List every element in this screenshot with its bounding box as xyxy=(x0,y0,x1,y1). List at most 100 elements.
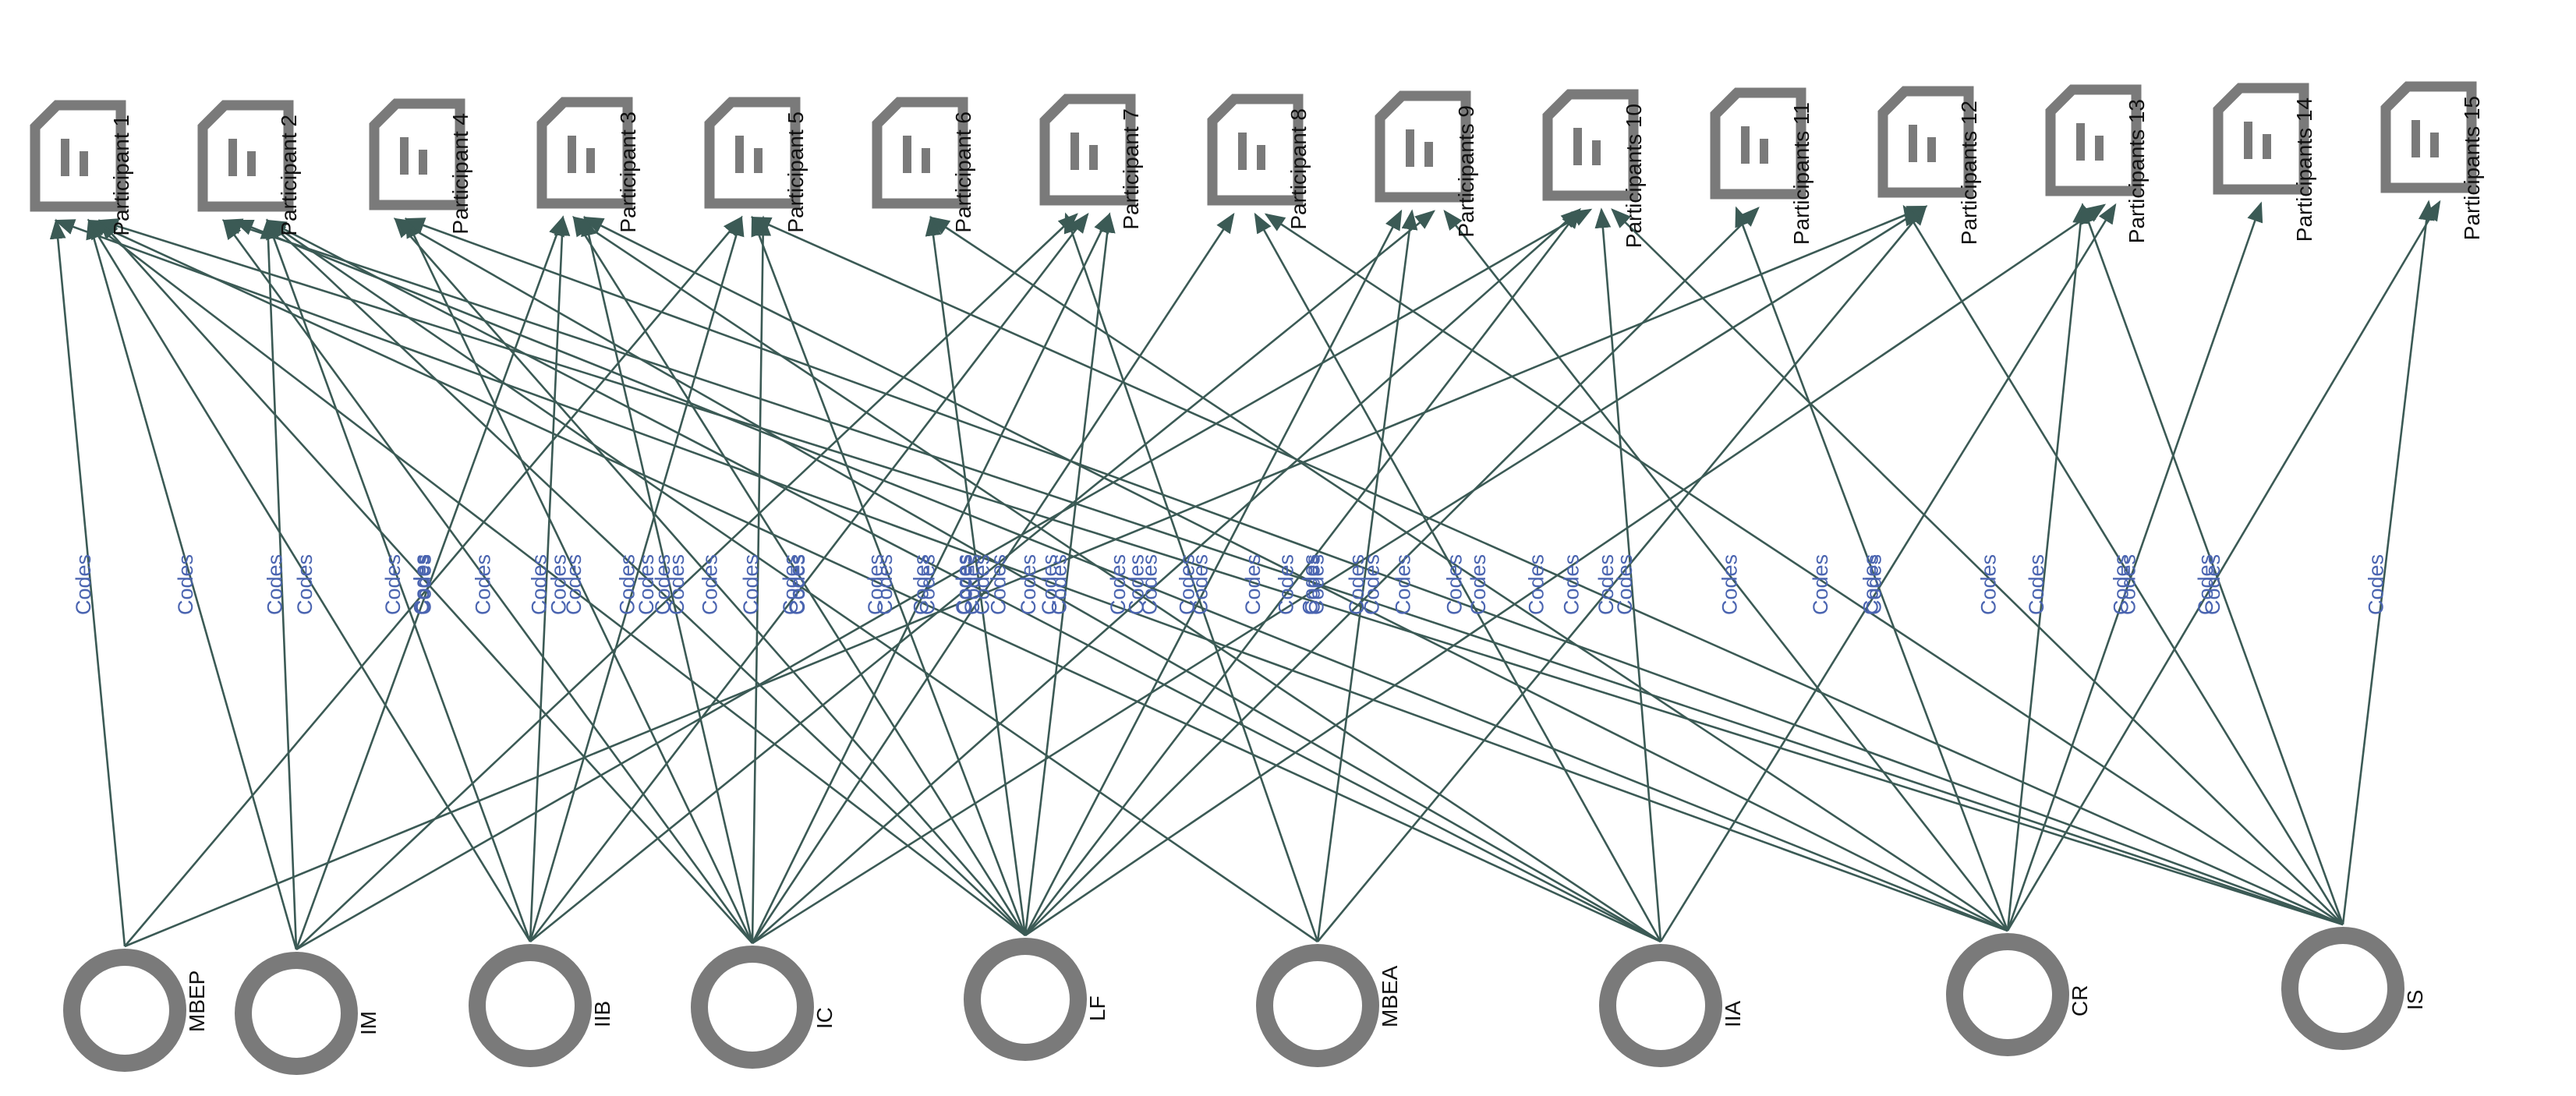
edge-mbep-p5[interactable] xyxy=(124,216,743,947)
edge-mbep-p1[interactable] xyxy=(49,218,126,947)
edge-im-p3[interactable] xyxy=(295,215,564,950)
document-node-p10[interactable]: Participants 10 xyxy=(1542,89,1646,248)
code-circle-icon xyxy=(1599,944,1722,1067)
edge-is-p10[interactable] xyxy=(1611,208,2344,925)
edge-cr-p9[interactable] xyxy=(1443,209,2009,932)
code-node-lf[interactable]: LF xyxy=(964,938,1109,1061)
edge-cr-p1[interactable] xyxy=(54,219,2008,932)
edge-lf-p5[interactable] xyxy=(751,215,1027,936)
edge-iib-p9[interactable] xyxy=(529,210,1436,943)
code-node-im[interactable]: IM xyxy=(235,952,380,1075)
edge-cr-p11[interactable] xyxy=(1735,206,2009,932)
document-node-p11[interactable]: Participants 11 xyxy=(1710,87,1813,245)
edge-is-p2[interactable] xyxy=(221,218,2344,926)
code-node-cr[interactable]: CR xyxy=(1946,933,2092,1056)
edge-mbea-p12[interactable] xyxy=(1316,204,1927,942)
document-node-p13[interactable]: Participants 13 xyxy=(2045,84,2149,243)
edge-label: Codes xyxy=(2194,554,2217,615)
edge-cr-p13[interactable] xyxy=(2006,203,2089,932)
edge-iia-p4[interactable] xyxy=(393,217,1661,943)
edge-mbep-p12[interactable] xyxy=(124,205,1928,948)
code-node-iia[interactable]: IIA xyxy=(1599,944,1745,1067)
edge-ic-p8[interactable] xyxy=(751,212,1235,944)
document-node-p14[interactable]: Participants 14 xyxy=(2213,83,2316,242)
document-node-p4[interactable]: Participant 4 xyxy=(369,98,472,235)
edge-iia-p10[interactable] xyxy=(1594,207,1662,942)
edge-lf-p11[interactable] xyxy=(1024,207,1760,936)
edge-is-p5[interactable] xyxy=(750,216,2344,926)
code-node-iib[interactable]: IIB xyxy=(469,944,614,1067)
edge-is-p12[interactable] xyxy=(1902,204,2344,925)
code-node-mbea[interactable]: MBEA xyxy=(1256,944,1402,1067)
document-node-p7[interactable]: Participant 7 xyxy=(1039,94,1143,230)
edge-lf-p6[interactable] xyxy=(925,215,1027,936)
document-chart-icon xyxy=(1375,90,1471,203)
edge-ic-p10[interactable] xyxy=(752,208,1581,944)
edge-cr-p6[interactable] xyxy=(929,216,2008,932)
edge-iib-p5[interactable] xyxy=(529,215,745,942)
edge-lf-p2[interactable] xyxy=(266,219,1026,936)
edge-iib-p7[interactable] xyxy=(529,212,1089,942)
edge-ic-p7[interactable] xyxy=(751,212,1111,944)
edge-iia-p8[interactable] xyxy=(1254,212,1662,942)
document-label: Participants 11 xyxy=(1789,102,1813,245)
document-chart-icon xyxy=(1039,94,1136,206)
edge-cr-p2[interactable] xyxy=(232,219,2008,932)
edge-lf-p3[interactable] xyxy=(572,215,1027,936)
edge-cr-p15[interactable] xyxy=(2006,200,2441,932)
document-node-p6[interactable]: Participant 6 xyxy=(872,97,975,233)
edge-label: Codes xyxy=(1594,554,1618,615)
edge-im-p2[interactable] xyxy=(260,218,298,950)
edge-mbea-p9[interactable] xyxy=(1316,209,1418,942)
code-circle-icon xyxy=(2281,927,2404,1050)
document-node-p3[interactable]: Participant 3 xyxy=(536,97,640,233)
edge-label: Codes xyxy=(779,554,802,615)
edge-is-p1[interactable] xyxy=(97,218,2344,926)
edge-label: Codes xyxy=(1038,554,1061,615)
edge-ic-p2[interactable] xyxy=(222,218,754,944)
edge-is-p13[interactable] xyxy=(2081,203,2344,925)
document-node-p8[interactable]: Participant 8 xyxy=(1207,94,1311,230)
code-circle-icon xyxy=(691,946,814,1069)
edge-iia-p3[interactable] xyxy=(571,216,1661,943)
edge-im-p10[interactable] xyxy=(295,208,1593,951)
edge-lf-p9[interactable] xyxy=(1024,209,1403,936)
edge-label: Codes xyxy=(1467,554,1490,615)
code-node-is[interactable]: IS xyxy=(2281,927,2427,1050)
edge-ic-p12[interactable] xyxy=(752,205,1928,945)
edge-cr-p14[interactable] xyxy=(2006,201,2263,932)
document-node-p2[interactable]: Participant 2 xyxy=(197,100,301,236)
document-label: Participant 8 xyxy=(1286,108,1311,230)
edge-im-p1[interactable] xyxy=(86,218,298,950)
document-node-p15[interactable]: Participants 15 xyxy=(2380,81,2484,240)
edge-label: Codes xyxy=(1443,554,1467,615)
edge-iib-p3[interactable] xyxy=(529,215,571,942)
edge-ic-p3[interactable] xyxy=(581,215,754,944)
document-node-p9[interactable]: Participants 9 xyxy=(1375,90,1478,238)
edge-lf-p7[interactable] xyxy=(1024,212,1116,936)
edge-ic-p4[interactable] xyxy=(405,217,754,944)
edge-label: Codes xyxy=(1391,554,1414,615)
edge-label: Codes xyxy=(412,554,436,615)
edge-mbea-p2[interactable] xyxy=(265,219,1318,943)
edge-is-p15[interactable] xyxy=(2341,200,2435,925)
document-node-p12[interactable]: Participants 12 xyxy=(1877,86,1981,245)
edge-iib-p1[interactable] xyxy=(87,218,532,942)
edge-ic-p1[interactable] xyxy=(98,219,753,944)
document-node-p5[interactable]: Participant 5 xyxy=(704,97,808,233)
edge-is-p4[interactable] xyxy=(404,217,2344,926)
edge-ic-p5[interactable] xyxy=(751,215,772,944)
edge-iia-p13[interactable] xyxy=(1659,203,2117,942)
edge-lf-p10[interactable] xyxy=(1024,207,1581,936)
edge-label: Codes xyxy=(1138,554,1162,615)
code-node-ic[interactable]: IC xyxy=(691,946,837,1069)
edge-is-p8[interactable] xyxy=(1264,213,2344,926)
edge-iia-p1[interactable] xyxy=(87,219,1661,943)
edge-cr-p3[interactable] xyxy=(582,216,2008,932)
edge-iia-p2[interactable] xyxy=(265,219,1661,943)
edge-lf-p4[interactable] xyxy=(394,217,1026,936)
code-node-mbep[interactable]: MBEP xyxy=(63,949,209,1072)
document-node-p1[interactable]: Participant 1 xyxy=(30,100,133,236)
edge-lf-p13[interactable] xyxy=(1024,203,2107,937)
edge-lf-p1[interactable] xyxy=(87,219,1026,937)
